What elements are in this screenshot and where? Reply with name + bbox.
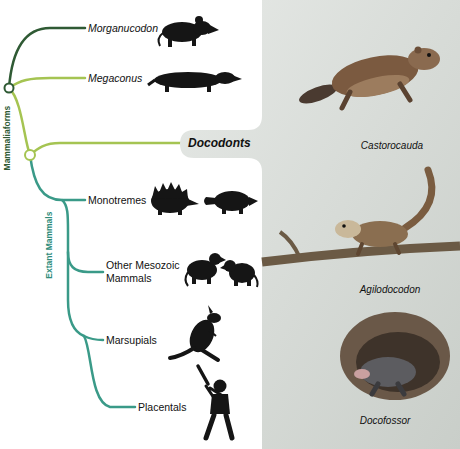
group-label: Extant Mammals (45, 211, 55, 278)
figure-part (170, 348, 194, 358)
figure-part (415, 47, 422, 54)
docofossor-illustration (340, 312, 450, 400)
branch-line (30, 155, 85, 200)
branch-line (9, 28, 85, 88)
taxon-label: Monotremes (88, 194, 146, 207)
branch-line (84, 336, 103, 340)
taxon-label: Other Mesozoic Mammals (106, 259, 180, 284)
figure-part (208, 305, 213, 314)
figure-part (209, 330, 216, 336)
figure-part (232, 75, 242, 82)
figure-part (408, 48, 440, 70)
illustration-caption: Docofossor (360, 415, 411, 427)
figure-part (354, 369, 370, 379)
figure-part (249, 197, 258, 206)
figure-part (198, 366, 208, 384)
figure-part (220, 264, 226, 270)
figure-part (186, 198, 199, 206)
figure-part (372, 384, 404, 394)
figure-part (247, 279, 251, 286)
branch-node (5, 84, 14, 93)
figure-part (214, 191, 250, 211)
region-shape (180, 0, 460, 449)
group-label: Mammaliaforms (2, 106, 12, 171)
figure-part (234, 279, 238, 286)
branch-line (84, 336, 135, 407)
figure-part (405, 170, 432, 228)
figure-part (186, 272, 189, 286)
figure-part (195, 16, 203, 24)
clade-region: Docodonts CastorocaudaAgilodocodonDocofos… (178, 0, 460, 449)
taxon-label: Marsupials (106, 334, 157, 347)
figure-part (358, 244, 399, 254)
figure-part (168, 38, 172, 47)
figure-part (207, 313, 221, 323)
figure-part (335, 220, 361, 238)
figure-part (206, 386, 226, 398)
taxon-label: Megaconus (88, 72, 142, 85)
figure-part (202, 350, 218, 360)
branch-node (25, 150, 35, 160)
kangaroo-silhouette (170, 305, 221, 360)
figure-part (222, 208, 226, 214)
silhouettes (148, 16, 258, 438)
figure-part (158, 209, 162, 215)
figure-part (148, 80, 155, 85)
figure-part (204, 197, 216, 205)
illustration-caption: Agilodocodon (360, 284, 421, 296)
figure-part (342, 224, 346, 228)
branch-line (68, 252, 103, 272)
clade-name: Docodonts (188, 136, 251, 150)
megaconus-silhouette (148, 72, 242, 92)
taxon-label: Morganucodon (88, 22, 158, 35)
illustration-caption: Castorocauda (361, 140, 423, 152)
baseball-player-silhouette (198, 366, 232, 438)
figure-part (192, 36, 196, 46)
figure-part (280, 232, 300, 258)
castorocauda-illustration (297, 47, 440, 109)
figure-part (165, 85, 169, 92)
tree-branches (9, 28, 184, 407)
mesozoic-silhouette (186, 253, 227, 286)
figure-part (159, 33, 163, 46)
platypus-silhouette (204, 191, 258, 214)
agilodocodon-illustration (262, 170, 460, 262)
mesozoic-silhouette (220, 260, 258, 287)
figure-part (219, 256, 226, 263)
figure-part (206, 415, 232, 438)
branch-line (30, 143, 184, 155)
figure-part (427, 53, 431, 57)
echidna-silhouette (151, 182, 199, 215)
figure-part (254, 275, 258, 287)
figure-part (207, 276, 211, 284)
figure-part (342, 84, 410, 108)
figure-part (152, 182, 188, 199)
figure-part (239, 208, 243, 214)
figure-part (178, 209, 182, 215)
morganucodon-silhouette (159, 16, 219, 47)
taxon-label: Placentals (138, 401, 186, 414)
figure-part (340, 312, 450, 400)
figure-part (207, 85, 211, 92)
figure-part (208, 24, 219, 34)
branch-line (9, 88, 30, 155)
figure-part (154, 72, 222, 88)
figure-part (192, 276, 196, 284)
branch-line (9, 78, 85, 88)
